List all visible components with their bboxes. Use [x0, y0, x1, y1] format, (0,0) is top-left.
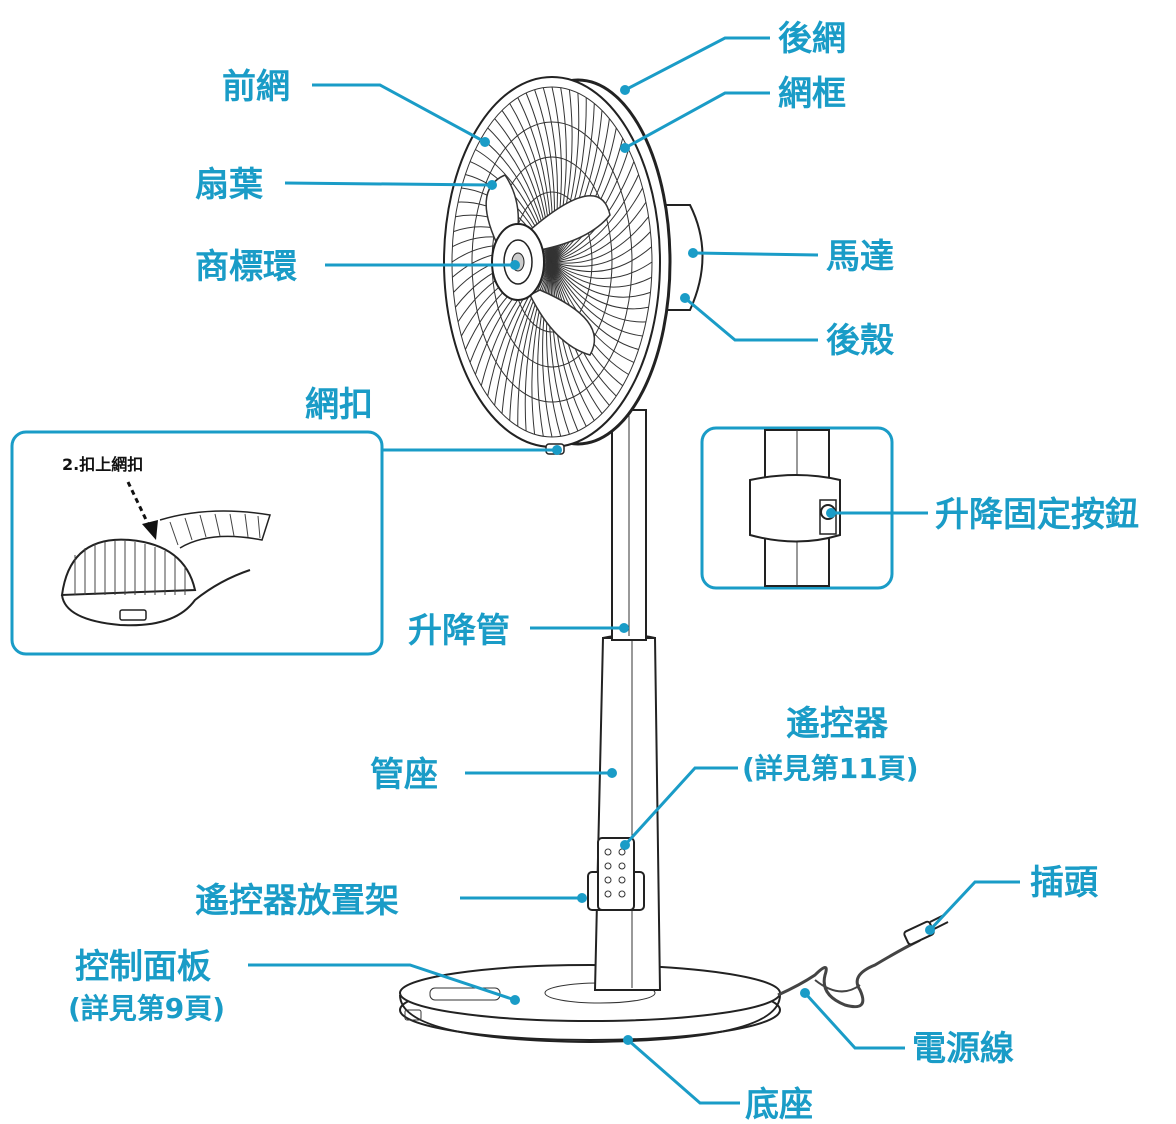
label-height-lock-knob: 升降固定按鈕	[935, 495, 1139, 535]
label-pole-base: 管座	[370, 755, 438, 795]
label-remote-holder: 遙控器放置架	[195, 881, 399, 921]
label-guard-clip: 網扣	[305, 385, 373, 425]
pole-base-drawing	[593, 634, 662, 991]
label-remote-note: (詳見第11頁)	[742, 752, 919, 785]
remote-holder-drawing	[587, 837, 645, 911]
label-control-panel-note: (詳見第9頁)	[68, 992, 225, 1025]
label-telescopic-pole: 升降管	[408, 611, 510, 651]
telescopic-pole-drawing	[611, 409, 647, 641]
label-blade: 扇葉	[195, 165, 264, 205]
label-rear-guard: 後網	[778, 19, 846, 59]
label-power-cord: 電源線	[912, 1029, 1014, 1069]
label-motor: 馬達	[826, 237, 894, 277]
labels: 後網 網框 前網 扇葉 商標環 馬達 後殼 網扣 升降固定按鈕 升降管 遙控器 …	[68, 19, 1139, 1124]
label-base: 底座	[745, 1085, 813, 1124]
height-lock-inset	[700, 426, 894, 590]
fan-illustration	[399, 76, 949, 1044]
label-logo-ring: 商標環	[195, 247, 297, 287]
fan-base-drawing	[399, 964, 781, 1044]
leader-lines	[248, 36, 1020, 1105]
label-plug: 插頭	[1030, 863, 1099, 903]
label-remote: 遙控器	[786, 704, 889, 744]
label-control-panel: 控制面板	[75, 947, 211, 987]
guard-drawing	[443, 76, 672, 455]
label-front-guard: 前網	[222, 67, 290, 107]
guard-clip-inset: 2.扣上網扣	[10, 430, 384, 656]
arrow-down-icon	[142, 520, 158, 540]
inset-clip-step: 2.扣上網扣	[62, 455, 143, 474]
label-guard-frame: 網框	[778, 74, 846, 114]
label-rear-housing: 後殼	[826, 321, 895, 361]
